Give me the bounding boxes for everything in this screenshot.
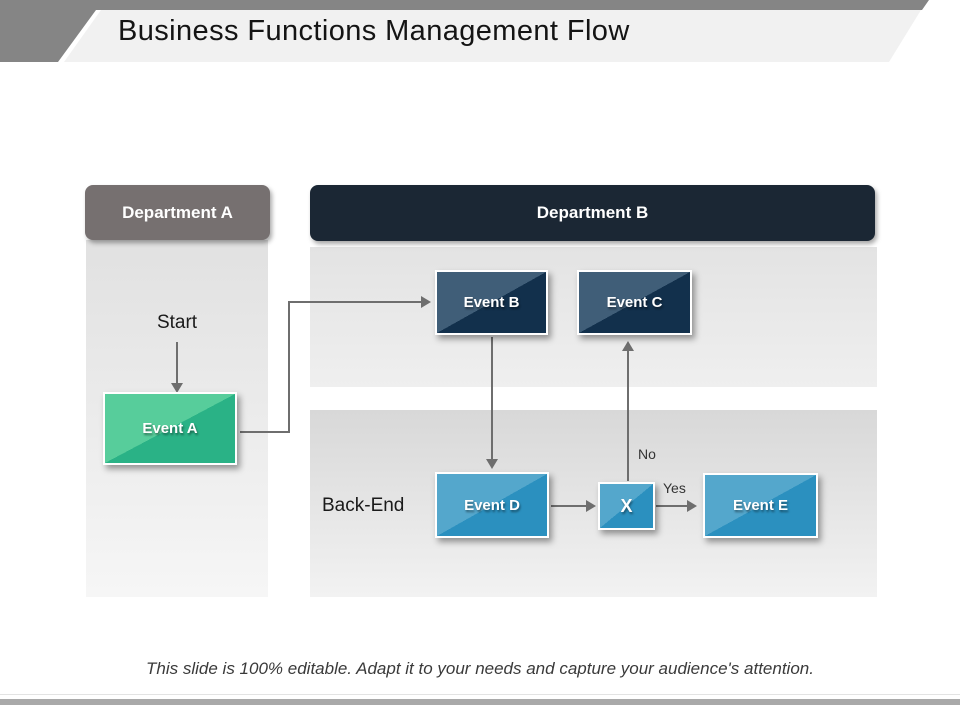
node-event-a: Event A bbox=[103, 392, 237, 465]
edge-no-label: No bbox=[638, 446, 656, 462]
footer-note: This slide is 100% editable. Adapt it to… bbox=[146, 659, 814, 678]
node-event-b: Event B bbox=[435, 270, 548, 335]
title-banner bbox=[64, 10, 921, 62]
node-event-c: Event C bbox=[577, 270, 692, 335]
node-event-e: Event E bbox=[703, 473, 818, 538]
event-b-label: Event B bbox=[463, 294, 520, 311]
department-a-label: Department A bbox=[122, 202, 233, 222]
department-b-header: Department B bbox=[310, 185, 875, 241]
footer-bar bbox=[0, 699, 960, 705]
event-a-label: Event A bbox=[142, 420, 198, 437]
node-event-d: Event D bbox=[435, 472, 549, 538]
slide-title: Business Functions Management Flow bbox=[118, 15, 630, 47]
decision-x-label: X bbox=[620, 495, 633, 516]
footer-hairline bbox=[0, 694, 960, 695]
event-e-label: Event E bbox=[732, 497, 789, 514]
event-d-label: Event D bbox=[464, 496, 520, 514]
back-end-label: Back-End bbox=[322, 495, 405, 516]
event-c-label: Event C bbox=[606, 294, 663, 311]
start-label: Start bbox=[156, 312, 198, 333]
node-decision-x: X bbox=[598, 482, 655, 530]
edge-yes-label: Yes bbox=[663, 480, 686, 496]
department-b-label: Department B bbox=[536, 203, 649, 222]
department-a-header: Department A bbox=[85, 185, 270, 240]
